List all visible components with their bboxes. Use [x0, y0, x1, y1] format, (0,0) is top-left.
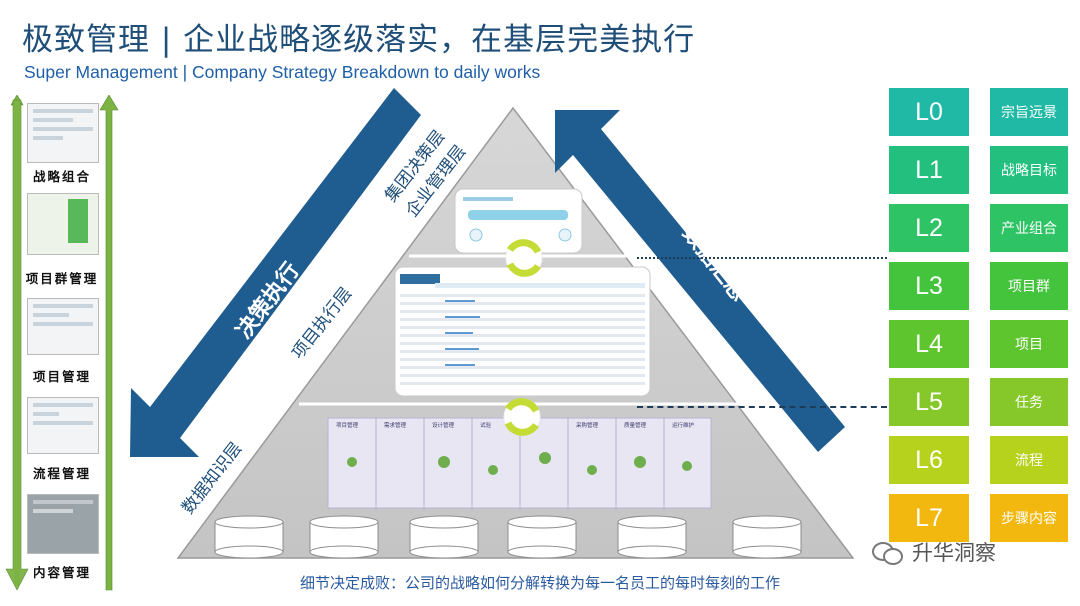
level-desc-l6: 流程: [990, 436, 1068, 484]
page-subtitle: Super Management | Company Strategy Brea…: [24, 62, 541, 82]
level-code-l1: L1: [889, 146, 969, 194]
level-code-l7: L7: [889, 494, 969, 542]
module-tab-project: 项目管理: [336, 421, 359, 429]
cycle-icon-lower: [503, 398, 541, 436]
project-management-thumbnail: [27, 298, 99, 355]
level-desc-l1: 战略目标: [990, 146, 1068, 194]
footer-caption: 细节决定成败：公司的战略如何分解转换为每一名员工的每时每刻的工作: [299, 574, 780, 592]
level-code-l0: L0: [889, 88, 969, 136]
chat-bubbles-icon: [872, 540, 904, 565]
decision-execution-arrow: [130, 88, 421, 457]
level-code-l4: L4: [889, 320, 969, 368]
level-desc-l0: 宗旨远景: [990, 88, 1068, 136]
dotted-connector-l5: [637, 406, 887, 408]
side-label-program: 项目群管理: [25, 271, 99, 286]
level-code-l2: L2: [889, 204, 969, 252]
watermark-text: 升华洞察: [912, 541, 996, 565]
side-label-project: 项目管理: [32, 369, 91, 384]
level-code-l5: L5: [889, 378, 969, 426]
strategy-portfolio-thumbnail: [27, 103, 99, 163]
level-desc-l3: 项目群: [990, 262, 1068, 310]
side-label-strategy: 战略组合: [32, 169, 91, 184]
watermark: 升华洞察: [872, 537, 996, 567]
content-management-thumbnail: [27, 494, 99, 554]
side-label-process: 流程管理: [32, 466, 91, 481]
level-desc-l7: 步骤内容: [990, 494, 1068, 542]
level-desc-l5: 任务: [990, 378, 1068, 426]
module-tab-design: 设计管理: [432, 421, 455, 429]
level-desc-l4: 项目: [990, 320, 1068, 368]
level-code-l3: L3: [889, 262, 969, 310]
module-tab-procurement: 采购管理: [576, 421, 599, 429]
level-code-l6: L6: [889, 436, 969, 484]
level-desc-l2: 产业组合: [990, 204, 1068, 252]
module-tab-test: 试验: [480, 421, 492, 429]
module-tab-requirement: 需求管理: [384, 421, 407, 429]
program-management-thumbnail: [27, 193, 99, 255]
dotted-connector-l2: [637, 257, 887, 259]
page-title: 极致管理 | 企业战略逐级落实，在基层完美执行: [22, 22, 696, 58]
process-management-thumbnail: [27, 397, 99, 454]
side-label-content: 内容管理: [32, 565, 91, 580]
data-summary-arrow: [555, 110, 845, 452]
cycle-icon-upper: [505, 239, 543, 277]
module-tab-quality: 质量管理: [624, 421, 647, 429]
database-cylinders: [214, 515, 802, 559]
module-tab-operation: 运行维护: [672, 421, 695, 429]
left-double-arrow: [5, 95, 119, 591]
